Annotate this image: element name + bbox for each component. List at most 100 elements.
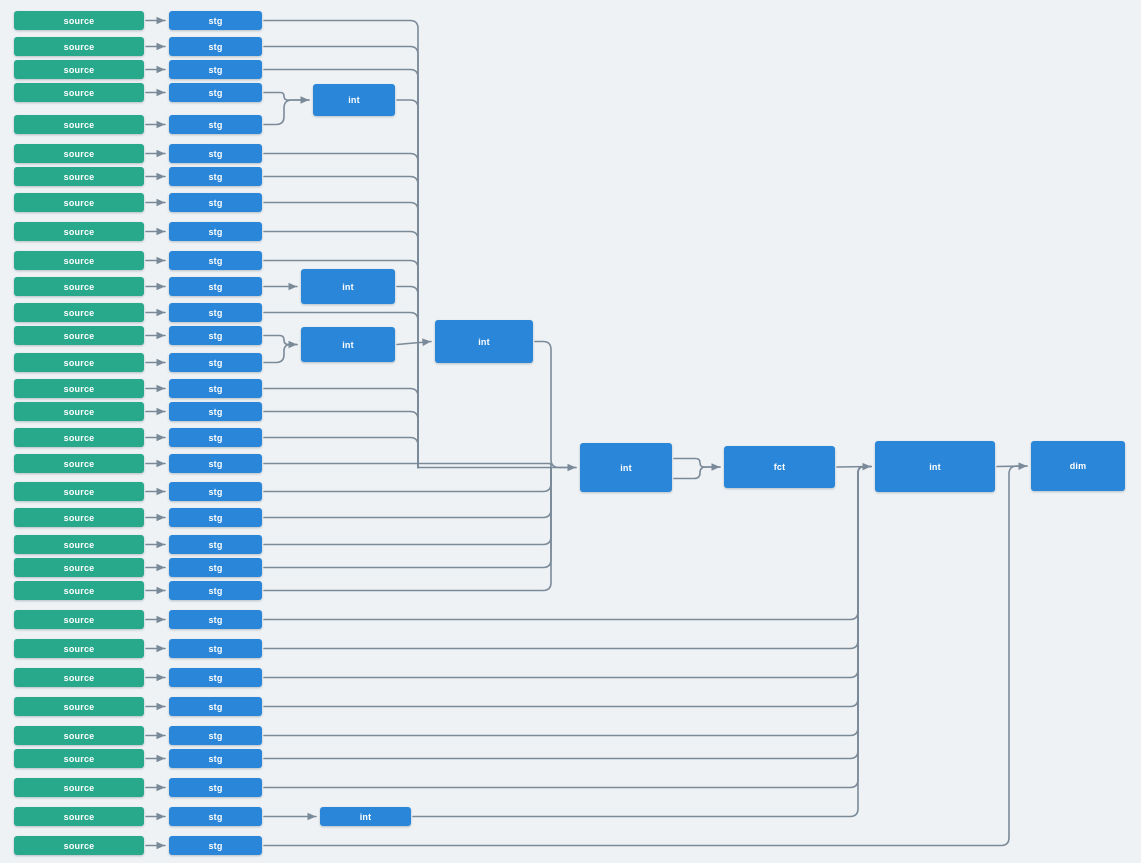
node-int-intD[interactable]: int [435, 320, 533, 363]
node-stg-stg13[interactable]: stg [169, 326, 262, 345]
node-label: stg [208, 281, 223, 292]
node-source-src28[interactable]: source [14, 726, 144, 745]
node-label: source [63, 811, 95, 822]
node-int-intF[interactable]: int [875, 441, 995, 492]
node-stg-stg26[interactable]: stg [169, 668, 262, 687]
node-source-src26[interactable]: source [14, 668, 144, 687]
edge-bus3-stg27 [263, 465, 872, 708]
node-stg-stg29[interactable]: stg [169, 749, 262, 768]
node-stg-stg23[interactable]: stg [169, 581, 262, 600]
node-dim-dim1[interactable]: dim [1031, 441, 1125, 491]
node-stg-stg12[interactable]: stg [169, 303, 262, 322]
node-stg-stg18[interactable]: stg [169, 454, 262, 473]
node-source-src10[interactable]: source [14, 251, 144, 270]
node-label: source [63, 730, 95, 741]
node-label: source [63, 64, 95, 75]
node-source-src20[interactable]: source [14, 508, 144, 527]
node-source-src15[interactable]: source [14, 379, 144, 398]
node-stg-stg2[interactable]: stg [169, 37, 262, 56]
node-source-src23[interactable]: source [14, 581, 144, 600]
node-stg-stg32[interactable]: stg [169, 836, 262, 855]
node-source-src31[interactable]: source [14, 807, 144, 826]
node-stg-stg19[interactable]: stg [169, 482, 262, 501]
node-source-src8[interactable]: source [14, 193, 144, 212]
node-source-src12[interactable]: source [14, 303, 144, 322]
node-stg-stg8[interactable]: stg [169, 193, 262, 212]
edge-bus2-stg18 [263, 462, 552, 469]
node-source-src6[interactable]: source [14, 144, 144, 163]
node-source-src5[interactable]: source [14, 115, 144, 134]
node-stg-stg27[interactable]: stg [169, 697, 262, 716]
node-stg-stg1[interactable]: stg [169, 11, 262, 30]
node-stg-stg10[interactable]: stg [169, 251, 262, 270]
node-source-src25[interactable]: source [14, 639, 144, 658]
node-source-src4[interactable]: source [14, 83, 144, 102]
node-int-intB[interactable]: int [301, 269, 395, 304]
edge-bus1-stg7 [263, 175, 419, 469]
node-stg-stg30[interactable]: stg [169, 778, 262, 797]
node-source-src18[interactable]: source [14, 454, 144, 473]
node-source-src19[interactable]: source [14, 482, 144, 501]
node-stg-stg20[interactable]: stg [169, 508, 262, 527]
node-source-src21[interactable]: source [14, 535, 144, 554]
node-source-src7[interactable]: source [14, 167, 144, 186]
node-source-src11[interactable]: source [14, 277, 144, 296]
node-int-intG[interactable]: int [320, 807, 411, 826]
node-stg-stg7[interactable]: stg [169, 167, 262, 186]
node-label: stg [208, 512, 223, 523]
node-stg-stg4[interactable]: stg [169, 83, 262, 102]
node-stg-stg5[interactable]: stg [169, 115, 262, 134]
node-source-src2[interactable]: source [14, 37, 144, 56]
node-label: source [63, 255, 95, 266]
node-stg-stg31[interactable]: stg [169, 807, 262, 826]
node-int-intA[interactable]: int [313, 84, 395, 116]
node-stg-stg17[interactable]: stg [169, 428, 262, 447]
node-source-src32[interactable]: source [14, 836, 144, 855]
node-label: source [63, 585, 95, 596]
node-label: source [63, 87, 95, 98]
node-label: stg [208, 307, 223, 318]
node-label: stg [208, 562, 223, 573]
edge-bus2-stg20 [263, 466, 552, 519]
node-label: source [63, 753, 95, 764]
node-source-src1[interactable]: source [14, 11, 144, 30]
node-label: source [63, 562, 95, 573]
node-stg-stg15[interactable]: stg [169, 379, 262, 398]
node-stg-stg22[interactable]: stg [169, 558, 262, 577]
node-label: int [478, 336, 490, 347]
node-stg-stg9[interactable]: stg [169, 222, 262, 241]
edge-merge-intA-0 [263, 91, 310, 104]
node-source-src30[interactable]: source [14, 778, 144, 797]
node-stg-stg14[interactable]: stg [169, 353, 262, 372]
edge-merge-intC-1 [263, 343, 298, 364]
node-label: source [63, 148, 95, 159]
node-label: stg [208, 357, 223, 368]
node-source-src17[interactable]: source [14, 428, 144, 447]
node-label: stg [208, 585, 223, 596]
node-source-src24[interactable]: source [14, 610, 144, 629]
node-stg-stg16[interactable]: stg [169, 402, 262, 421]
node-source-src14[interactable]: source [14, 353, 144, 372]
node-label: int [342, 281, 354, 292]
node-source-src9[interactable]: source [14, 222, 144, 241]
node-stg-stg28[interactable]: stg [169, 726, 262, 745]
node-label: source [63, 614, 95, 625]
node-fct-fct1[interactable]: fct [724, 446, 835, 488]
node-source-src16[interactable]: source [14, 402, 144, 421]
node-source-src29[interactable]: source [14, 749, 144, 768]
node-source-src22[interactable]: source [14, 558, 144, 577]
node-source-src27[interactable]: source [14, 697, 144, 716]
node-stg-stg11[interactable]: stg [169, 277, 262, 296]
node-stg-stg3[interactable]: stg [169, 60, 262, 79]
node-stg-stg6[interactable]: stg [169, 144, 262, 163]
node-label: stg [208, 255, 223, 266]
node-source-src3[interactable]: source [14, 60, 144, 79]
node-label: stg [208, 458, 223, 469]
node-stg-stg25[interactable]: stg [169, 639, 262, 658]
edge-bus3-stg28 [263, 465, 872, 737]
node-stg-stg21[interactable]: stg [169, 535, 262, 554]
node-int-intE[interactable]: int [580, 443, 672, 492]
node-int-intC[interactable]: int [301, 327, 395, 362]
node-source-src13[interactable]: source [14, 326, 144, 345]
node-stg-stg24[interactable]: stg [169, 610, 262, 629]
